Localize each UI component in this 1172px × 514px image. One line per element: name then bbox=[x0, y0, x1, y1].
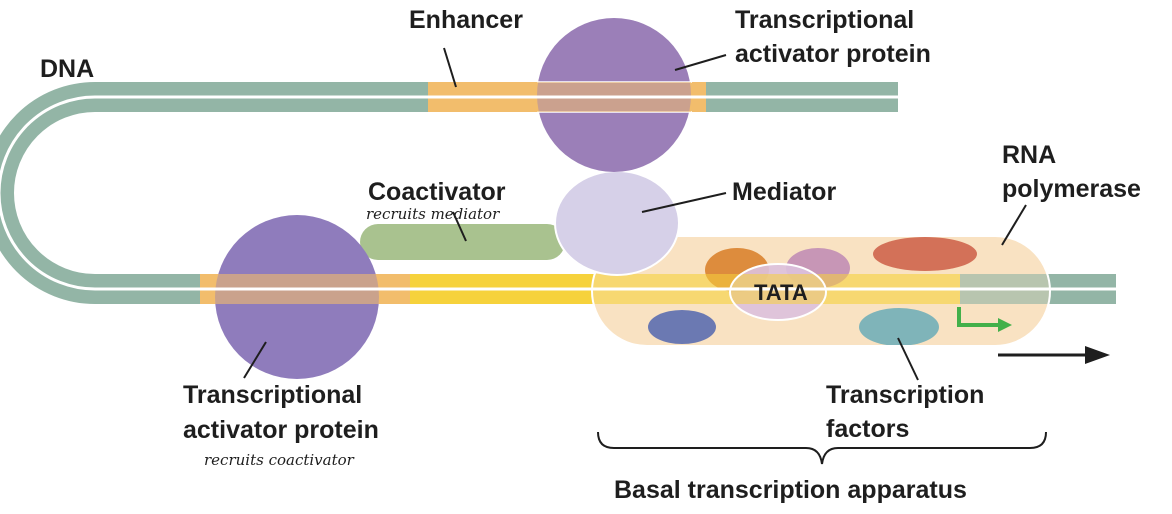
transcription-factors-leader-line bbox=[897, 337, 919, 381]
coactivator-leader-line bbox=[452, 211, 467, 242]
transcription-direction-arrowhead bbox=[1085, 346, 1110, 364]
tata-oval-outline bbox=[729, 263, 827, 321]
activator-top-leader-line bbox=[674, 54, 727, 71]
coactivator-label: Coactivator bbox=[368, 178, 506, 206]
activator-bottom-label-line2: activator protein bbox=[183, 416, 379, 444]
dna-center-line bbox=[0, 95, 1116, 291]
transcription-factors-label-line1: Transcription bbox=[826, 381, 984, 409]
transcription-start-arrowhead bbox=[998, 318, 1012, 332]
activator-bottom-label-line1: Transcriptional bbox=[183, 381, 362, 409]
mediator-complex bbox=[554, 170, 680, 276]
coactivator-handwritten-note: recruits mediator bbox=[366, 205, 500, 223]
dna-label: DNA bbox=[40, 55, 94, 83]
basal-apparatus-label: Basal transcription apparatus bbox=[614, 476, 967, 504]
transcription-factors-label-line2: factors bbox=[826, 415, 909, 443]
mediator-leader-line bbox=[641, 192, 727, 213]
basal-apparatus-brace bbox=[597, 431, 1047, 465]
rna-polymerase-label-line2: polymerase bbox=[1002, 175, 1141, 203]
activator-bottom-handwritten-note: recruits coactivator bbox=[204, 451, 355, 469]
transcription-factor-blue bbox=[648, 310, 716, 344]
transcription-start-arrow bbox=[957, 307, 1000, 327]
enhancer-leader-line bbox=[443, 47, 457, 88]
enhancer-label: Enhancer bbox=[409, 6, 523, 34]
activator-top-label-line1: Transcriptional bbox=[735, 6, 914, 34]
rna-polymerase-leader-line bbox=[1001, 204, 1027, 246]
tata-box-label: TATA bbox=[754, 280, 808, 305]
rna-polymerase-label-line1: RNA bbox=[1002, 141, 1056, 169]
transcription-factor-teal bbox=[859, 308, 939, 346]
mediator-label: Mediator bbox=[732, 178, 836, 206]
activator-top-label-line2: activator protein bbox=[735, 40, 931, 68]
activator-bottom-leader-line bbox=[243, 341, 267, 379]
rna-polymerase-outline bbox=[591, 235, 1051, 347]
coactivator-protein bbox=[360, 224, 565, 260]
transcription-factor-red bbox=[873, 237, 977, 271]
